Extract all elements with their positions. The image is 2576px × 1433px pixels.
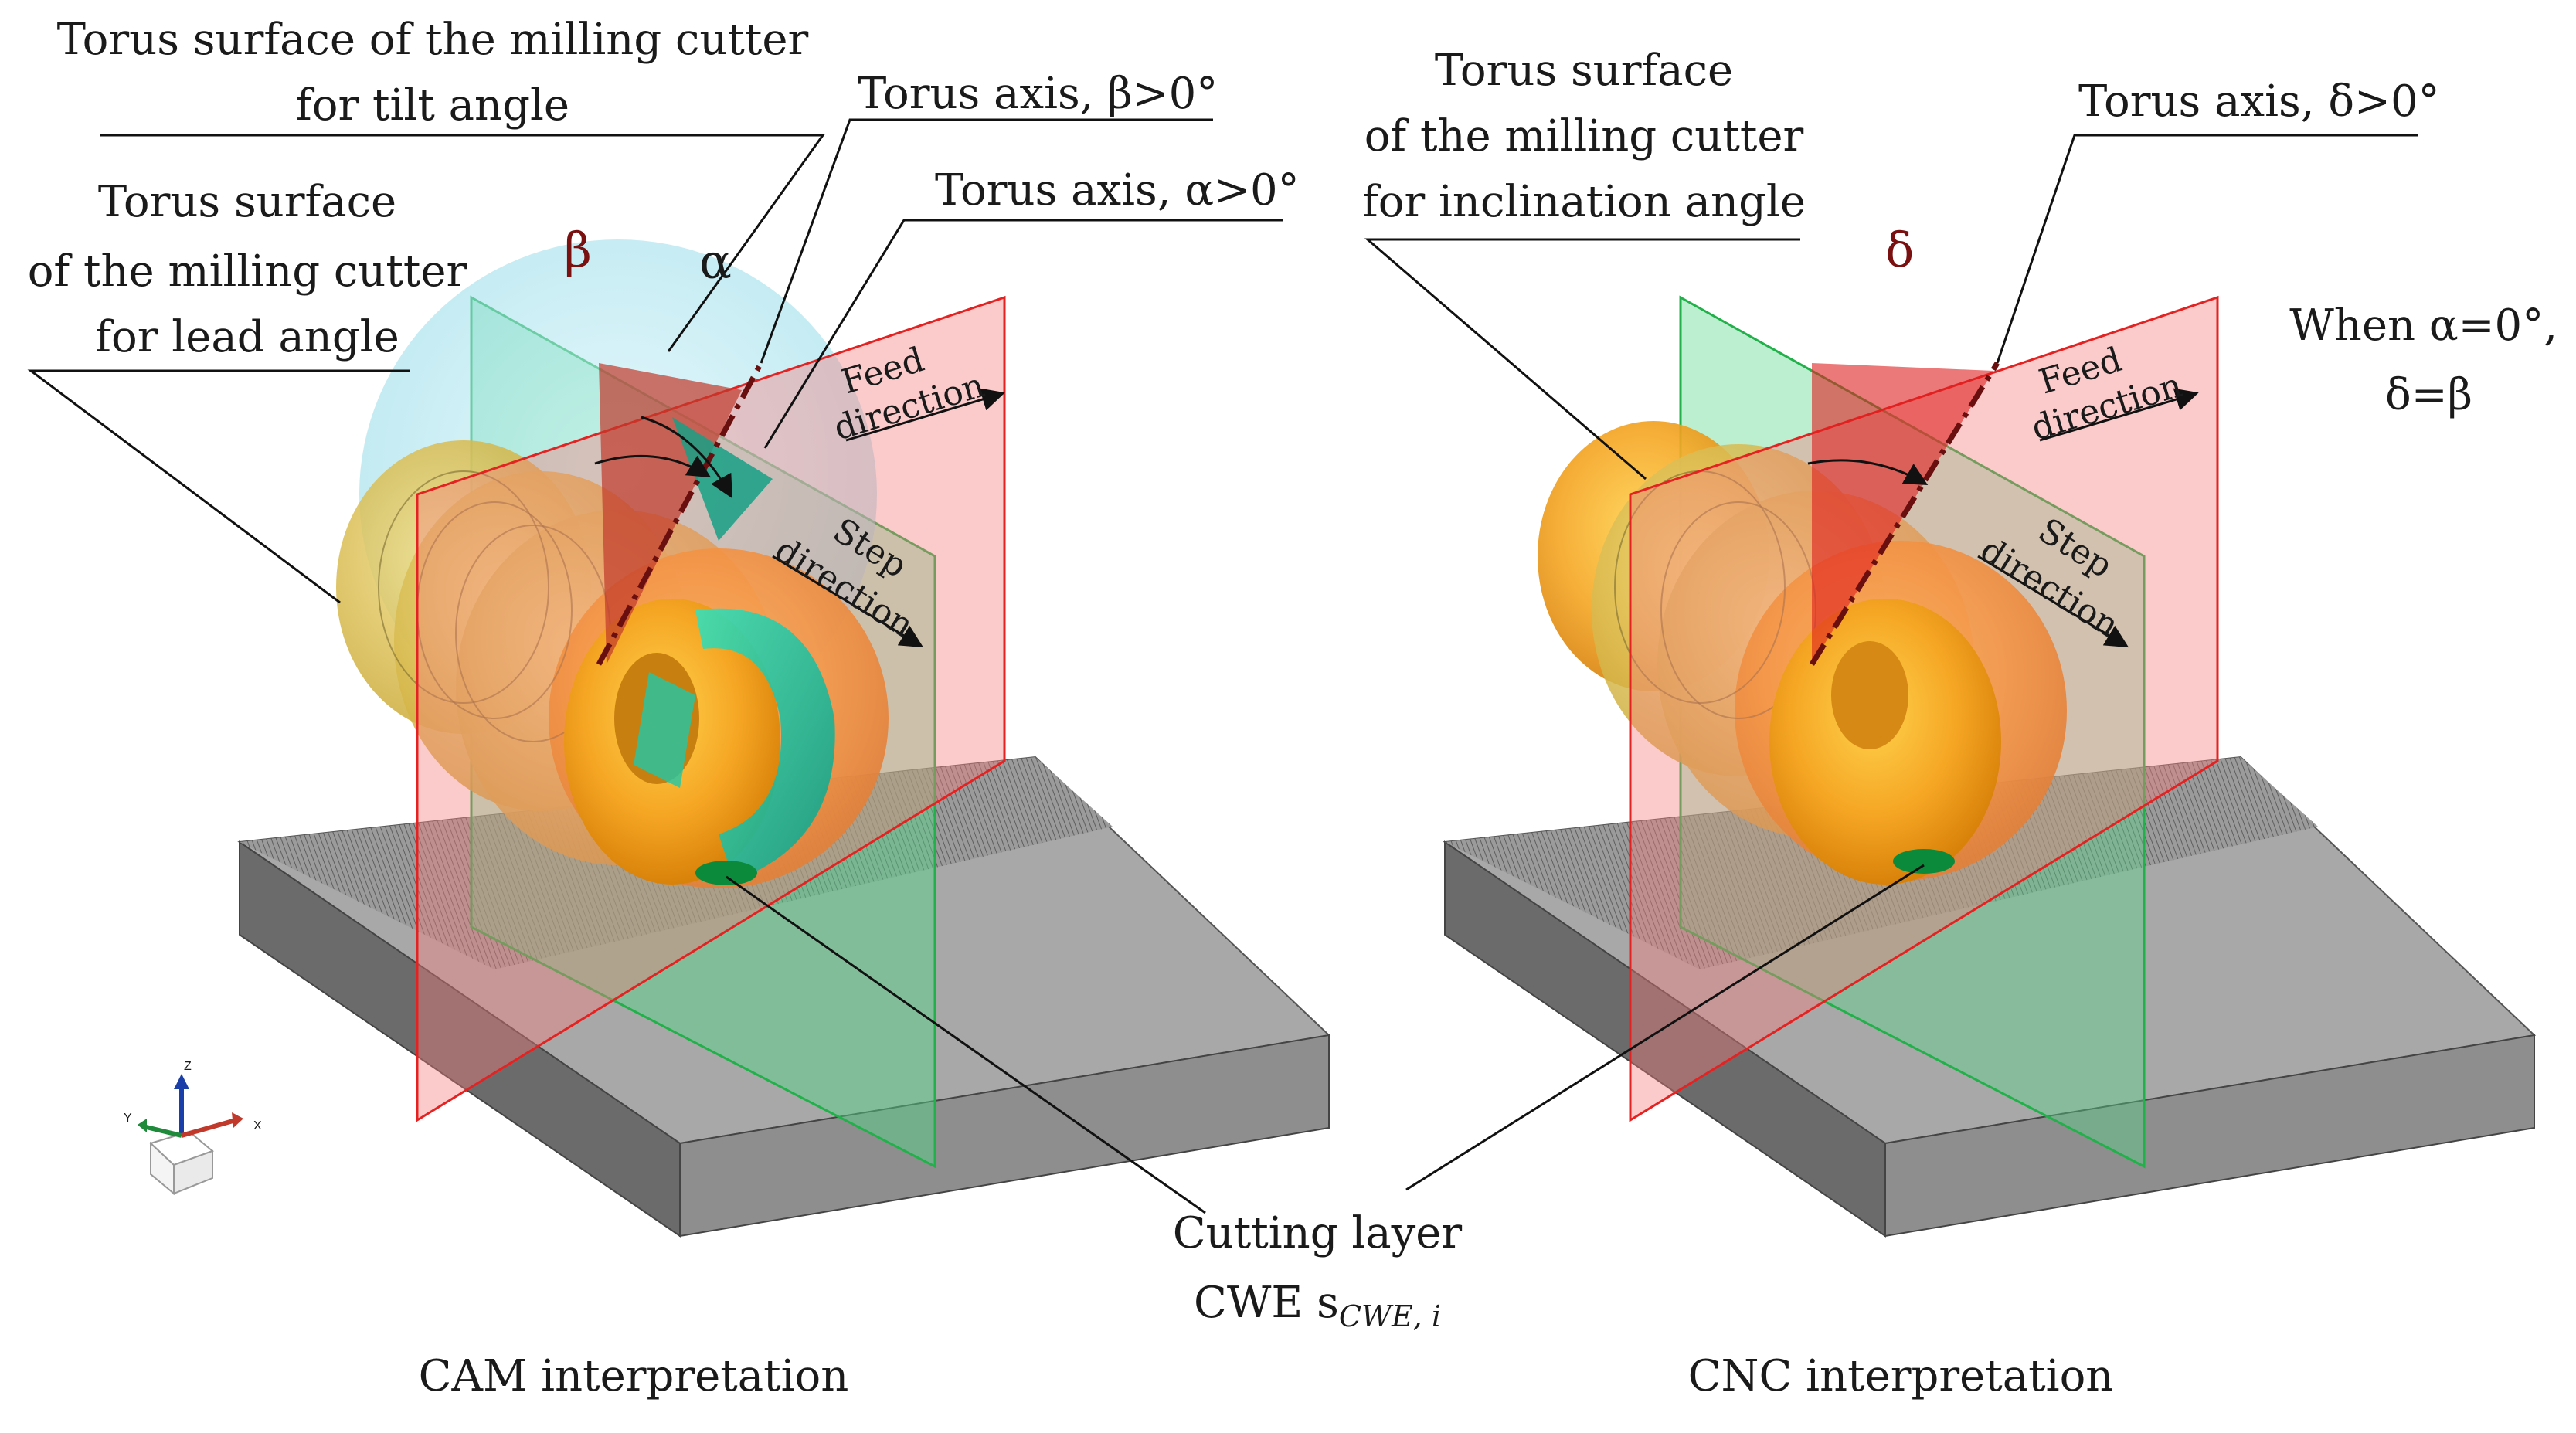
beta-arc	[594, 454, 712, 478]
leader-cwe-left	[726, 875, 1206, 1214]
leader-tilt	[100, 134, 825, 352]
cnc-panel: Torus surface of the milling cutter for …	[1362, 46, 2557, 1401]
leader-lead	[27, 369, 410, 604]
label-incl-line3: for inclination angle	[1362, 177, 1806, 227]
torus-axis-right	[1810, 362, 2000, 666]
torus-axis-left	[596, 362, 764, 666]
cwe-contact-patch-right	[1893, 849, 1955, 874]
label-lead-line1: Torus surface	[98, 177, 396, 227]
label-lead-line3: for lead angle	[95, 312, 399, 362]
label-axis-delta: Torus axis, δ>0°	[2078, 76, 2440, 127]
cutter-torus-front	[1769, 599, 2001, 885]
label-tilt-line1: Torus surface of the milling cutter	[57, 15, 809, 65]
leader-inclination	[1364, 238, 1800, 480]
cutting-layer-line2: CWE sCWE, i	[1194, 1278, 1441, 1333]
coordinate-triad: Z Y X	[124, 1060, 262, 1196]
label-incl-line2: of the milling cutter	[1364, 111, 1804, 161]
axis-z-label: Z	[184, 1060, 192, 1073]
leader-cwe-right	[1405, 864, 1925, 1191]
label-incl-line1: Torus surface	[1435, 46, 1733, 96]
leader-delta-axis	[1996, 134, 2418, 364]
greek-delta: δ	[1885, 222, 1914, 278]
greek-beta: β	[564, 222, 592, 278]
delta-arc	[1807, 459, 1929, 485]
label-lead-line2: of the milling cutter	[28, 246, 467, 297]
tilt-torus-ring	[634, 608, 835, 881]
cutting-layer-line1: Cutting layer	[1173, 1208, 1463, 1258]
block-right-face	[679, 1034, 1330, 1238]
label-axis-alpha: Torus axis, α>0°	[935, 165, 1300, 216]
cutting-layer-subscript: CWE, i	[1339, 1299, 1441, 1333]
cwe-contact-patch-left	[695, 861, 757, 885]
caption-cam: CAM interpretation	[419, 1351, 849, 1401]
cam-panel: Z Y X Torus surface of the milling cutte…	[27, 15, 1331, 1401]
block-right-face	[1884, 1034, 2535, 1238]
note-line2: δ=β	[2385, 370, 2472, 420]
step-arrow-left	[772, 555, 924, 648]
feed-arrow-right	[2039, 388, 2199, 442]
label-tilt-line2: for tilt angle	[296, 80, 569, 131]
cutting-layer-annotation: Cutting layer CWE sCWE, i	[726, 864, 1925, 1333]
leader-beta-axis	[760, 118, 1213, 364]
alpha-arc	[641, 416, 732, 499]
cutting-layer-main: CWE s	[1194, 1278, 1339, 1328]
feed-arrow-left	[845, 388, 1005, 442]
caption-cnc: CNC interpretation	[1688, 1351, 2114, 1401]
axis-x-label: X	[253, 1119, 262, 1132]
greek-alpha: α	[699, 233, 732, 290]
step-arrow-right	[1977, 555, 2129, 648]
leader-alpha-axis	[763, 219, 1283, 449]
axis-y-label: Y	[124, 1112, 132, 1125]
label-axis-beta: Torus axis, β>0°	[858, 69, 1218, 119]
note-line1: When α=0°,	[2289, 301, 2557, 351]
